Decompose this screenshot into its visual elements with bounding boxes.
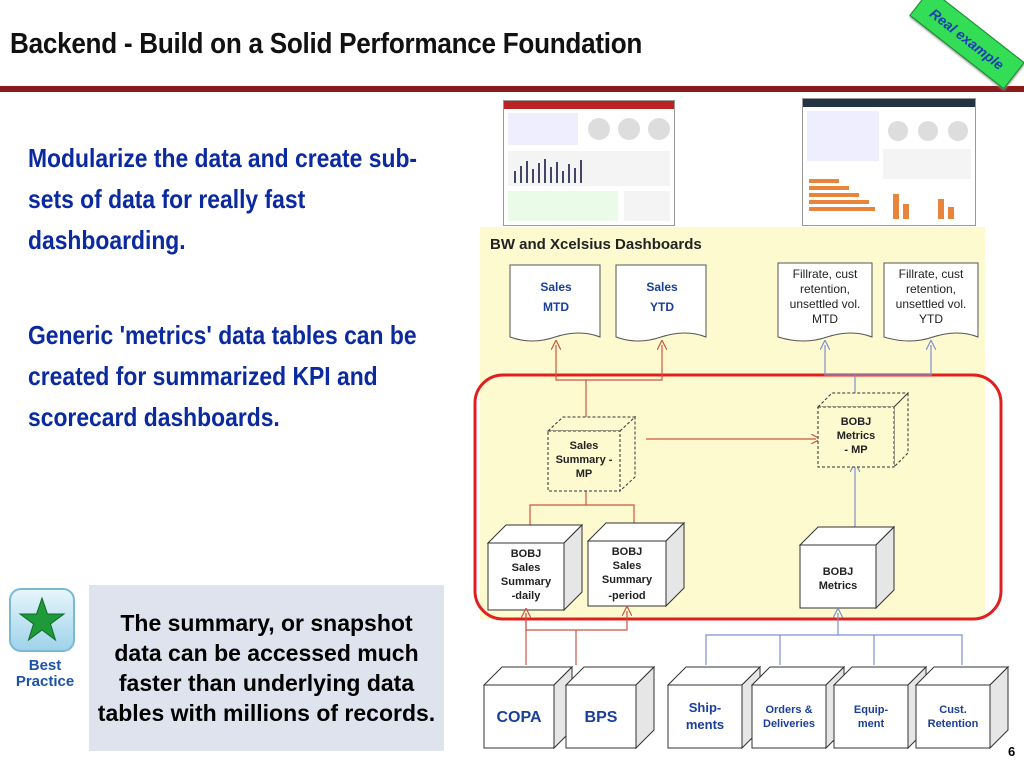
period-line4: -period: [608, 590, 645, 602]
bobj-metrics-mp-line1: BOBJ: [841, 416, 872, 428]
orders-deliveries-source-cube: [751, 684, 827, 749]
doc-sales-ytd: [615, 264, 707, 342]
title-divider: [0, 86, 1024, 92]
shipments-source-cube: [667, 684, 743, 749]
doc-sales-mtd-line2: MTD: [543, 300, 569, 314]
page-title: Backend - Build on a Solid Performance F…: [10, 28, 643, 60]
doc-fillrate-ytd-line1: Fillrate, cust: [899, 267, 964, 281]
summary-note: The summary, or snapshot data can be acc…: [89, 585, 444, 751]
sales-dashboard-image: [504, 101, 674, 221]
bobj-metrics-mp-line2: Metrics: [837, 430, 876, 442]
architecture-diagram: BW and Xcelsius Dashboards Sales MTD Sal…: [473, 227, 1010, 750]
period-line2: Sales: [613, 560, 642, 572]
doc-sales-ytd-line2: YTD: [650, 300, 674, 314]
equipment-line1: Equip-: [854, 704, 889, 716]
doc-fillrate-mtd-line4: MTD: [812, 312, 838, 326]
period-line3: Summary: [602, 574, 653, 586]
page-number: 6: [1008, 744, 1016, 759]
metrics-dashboard-image: [803, 99, 975, 219]
bobj-metrics-mp-cube: [817, 406, 895, 468]
bps-source-cube: [565, 684, 637, 749]
doc-fillrate-mtd: [777, 262, 873, 342]
modularize-text: Modularize the data and create sub-sets …: [28, 143, 418, 255]
doc-fillrate-mtd-line2: retention,: [800, 282, 850, 296]
panel-title: BW and Xcelsius Dashboards: [490, 236, 702, 253]
sales-summary-mp-line2: Summary -: [556, 454, 613, 466]
copa-source-cube: [483, 684, 555, 749]
doc-sales-mtd-line1: Sales: [540, 280, 572, 294]
daily-line2: Sales: [512, 562, 541, 574]
equipment-line2: ment: [858, 718, 885, 730]
sales-summary-mp-line3: MP: [576, 468, 593, 480]
metrics-dashboard-thumbnail: [802, 98, 976, 226]
cust-retention-source-cube: [915, 684, 991, 749]
doc-fillrate-ytd-line3: unsettled vol.: [896, 297, 967, 311]
best-practice-label: Best Practice: [15, 657, 75, 690]
orders-line2: Deliveries: [763, 718, 815, 730]
doc-sales-mtd: [509, 264, 601, 342]
bobj-sales-summary-period-cube: [587, 540, 667, 607]
daily-line3: Summary: [501, 576, 552, 588]
orders-line1: Orders &: [765, 704, 812, 716]
doc-sales-ytd-line1: Sales: [646, 280, 678, 294]
daily-line1: BOBJ: [511, 548, 542, 560]
bobj-metrics-line2: Metrics: [819, 580, 858, 592]
doc-fillrate-mtd-line3: unsettled vol.: [790, 297, 861, 311]
retention-line1: Cust.: [939, 704, 967, 716]
shipments-line2: ments: [686, 717, 724, 732]
bobj-metrics-line1: BOBJ: [823, 566, 854, 578]
bobj-metrics-mp-line3: - MP: [844, 444, 867, 456]
equipment-source-cube: [833, 684, 909, 749]
copa-label: COPA: [496, 709, 541, 726]
retention-line2: Retention: [928, 718, 979, 730]
sales-summary-mp-cube: [547, 430, 621, 492]
sales-dashboard-thumbnail: [503, 100, 675, 226]
best-practice-star-icon: [9, 588, 75, 652]
daily-line4: -daily: [512, 590, 542, 602]
doc-fillrate-ytd-line2: retention,: [906, 282, 956, 296]
doc-fillrate-ytd-line4: YTD: [919, 312, 943, 326]
bps-label: BPS: [585, 709, 618, 726]
sales-summary-mp-line1: Sales: [570, 440, 599, 452]
bobj-metrics-cube: [799, 544, 877, 609]
metrics-text: Generic 'metrics' data tables can be cre…: [28, 320, 417, 432]
period-line1: BOBJ: [612, 546, 643, 558]
real-example-badge: Real example: [909, 0, 1024, 90]
highlight-frame: [473, 373, 1003, 621]
shipments-line1: Ship-: [689, 700, 722, 715]
doc-fillrate-mtd-line1: Fillrate, cust: [793, 267, 858, 281]
doc-fillrate-ytd: [883, 262, 979, 342]
summary-note-text: The summary, or snapshot data can be acc…: [97, 610, 436, 726]
